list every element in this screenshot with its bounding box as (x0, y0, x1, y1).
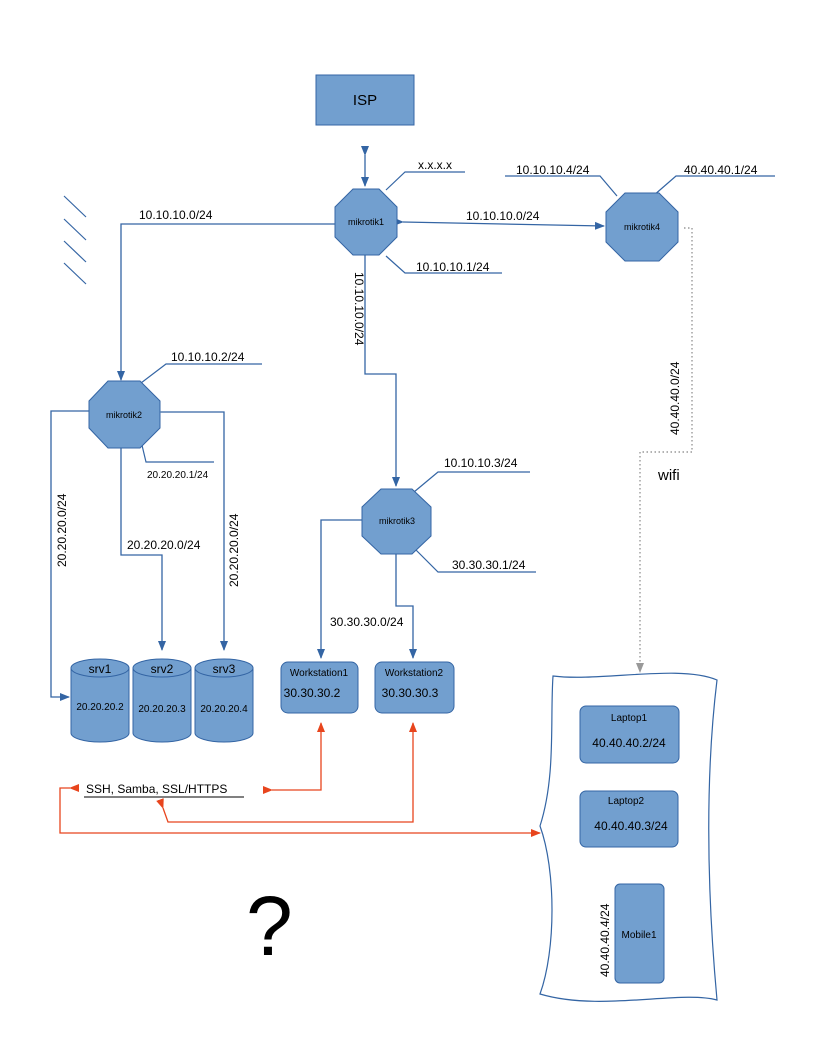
mikrotik2-router: mikrotik2 (88, 380, 161, 449)
svg-text:mikrotik4: mikrotik4 (624, 222, 660, 232)
link-mikrotik1-mikrotik3 (361, 244, 400, 487)
svg-text:30.30.30.2: 30.30.30.2 (284, 686, 341, 700)
mikrotik1-lan-label: 10.10.10.1/24 (416, 260, 490, 274)
mikrotik2-top-label: 10.10.10.2/24 (171, 350, 245, 364)
svg-text:mikrotik2: mikrotik2 (106, 410, 142, 420)
svg-text:20.20.20.3: 20.20.20.3 (138, 704, 186, 715)
mikrotik4-right-label: 40.40.40.1/24 (684, 163, 758, 177)
link-mikrotik3-workstation1 (317, 516, 372, 659)
svg-text:ISP: ISP (353, 92, 377, 109)
mikrotik2-bottom-label: 20.20.20.1/24 (147, 470, 209, 481)
link-m1-m4-label: 10.10.10.0/24 (466, 209, 540, 223)
link-m2-srv1-label: 20.20.20.0/24 (55, 493, 69, 567)
link-services-wifi (59, 784, 541, 837)
mikrotik3-top-label: 10.10.10.3/24 (444, 456, 518, 470)
mobile1-ip-label: 40.40.40.4/24 (598, 903, 612, 977)
services-label: SSH, Samba, SSL/HTTPS (86, 782, 227, 796)
svg-text:Workstation1: Workstation1 (290, 668, 349, 679)
link-m3-ws-label: 30.30.30.0/24 (330, 615, 404, 629)
link-mikrotik3-workstation2 (392, 543, 417, 659)
svg-text:20.20.20.4: 20.20.20.4 (200, 704, 248, 715)
svg-text:Workstation2: Workstation2 (385, 668, 444, 679)
mobile1-box: Mobile1 (614, 883, 665, 984)
mikrotik4-router: mikrotik4 (605, 192, 679, 262)
mikrotik3-bottom-label: 30.30.30.1/24 (452, 558, 526, 572)
svg-text:Laptop1: Laptop1 (611, 713, 648, 724)
mikrotik1-router: mikrotik1 (334, 188, 398, 256)
wifi-label: wifi (657, 467, 680, 484)
svg-text:Mobile1: Mobile1 (621, 930, 656, 941)
svg-text:40.40.40.3/24: 40.40.40.3/24 (594, 819, 668, 833)
link-mikrotik1-mikrotik4 (393, 217, 605, 230)
svg-text:mikrotik1: mikrotik1 (348, 217, 384, 227)
link-services-workstation1 (263, 722, 325, 794)
mikrotik3-router: mikrotik3 (361, 488, 432, 555)
svg-text:srv3: srv3 (213, 662, 236, 676)
svg-text:Laptop2: Laptop2 (608, 796, 645, 807)
link-mikrotik2-srv3 (152, 408, 228, 651)
workstation1-box: Workstation1 30.30.30.2 (280, 661, 359, 714)
link-m1-m2-label: 10.10.10.0/24 (139, 208, 213, 222)
laptop2-box: Laptop2 40.40.40.3/24 (579, 790, 679, 848)
mikrotik1-wan-label: x.x.x.x (418, 158, 452, 172)
link-m2-srv3-label: 20.20.20.0/24 (227, 513, 241, 587)
svg-text:20.20.20.2: 20.20.20.2 (76, 702, 124, 713)
svg-text:mikrotik3: mikrotik3 (379, 516, 415, 526)
workstation2-box: Workstation2 30.30.30.3 (374, 661, 455, 714)
link-m2-srv2-label: 20.20.20.0/24 (127, 538, 201, 552)
question-mark: ? (246, 879, 293, 973)
isp-node: ISP (315, 74, 415, 126)
srv1-server: srv1 20.20.20.2 (70, 658, 130, 743)
svg-text:srv2: srv2 (151, 662, 174, 676)
hatch-marks (63, 195, 87, 285)
srv2-server: srv2 20.20.20.3 (132, 658, 192, 743)
srv3-server: srv3 20.20.20.4 (194, 658, 254, 743)
laptop1-box: Laptop1 40.40.40.2/24 (579, 705, 680, 764)
link-mikrotik2-srv1 (50, 407, 99, 701)
svg-text:srv1: srv1 (89, 662, 112, 676)
leader-lines (140, 171, 775, 573)
link-m1-m3-label: 10.10.10.0/24 (352, 272, 366, 346)
mikrotik4-left-label: 10.10.10.4/24 (516, 163, 590, 177)
link-mikrotik1-mikrotik2 (117, 220, 344, 381)
svg-text:40.40.40.2/24: 40.40.40.2/24 (592, 736, 666, 750)
svg-text:30.30.30.3: 30.30.30.3 (382, 686, 439, 700)
link-wifi (636, 227, 693, 673)
link-m4-wifi-label: 40.40.40.0/24 (668, 361, 682, 435)
